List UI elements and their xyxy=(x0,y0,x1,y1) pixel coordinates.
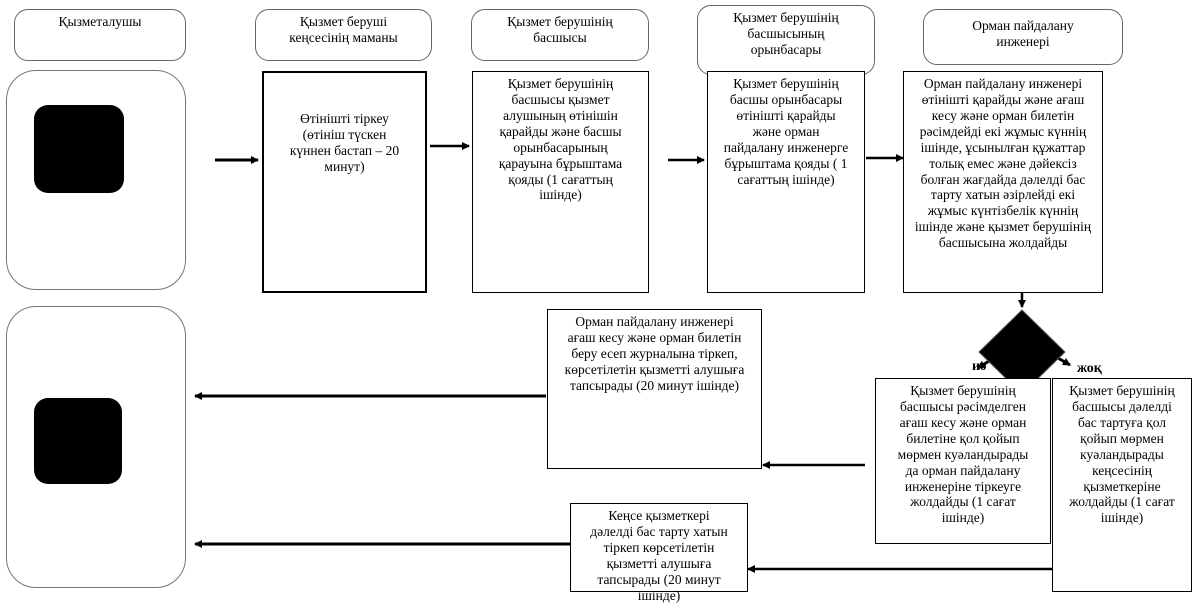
header-office-specialist: Қызмет беруші кеңсесінің маманы xyxy=(255,9,432,61)
step-head-sign: Қызмет берушінің басшысы рәсімделген аға… xyxy=(875,378,1051,544)
header-deputy-head: Қызмет берушінің басшысының орынбасары xyxy=(697,5,875,75)
header-service-recipient: Қызметалушы xyxy=(14,9,186,61)
black-rounded-square-icon xyxy=(34,105,124,193)
step-register-application: Өтінішті тіркеу (өтініш түскен күннен ба… xyxy=(262,71,427,293)
step-office-refusal: Кеңсе қызметкері дәлелді бас тарту хатын… xyxy=(570,503,748,603)
step-head-review: Қызмет берушінің басшысы қызмет алушының… xyxy=(472,71,649,293)
header-head: Қызмет берушінің басшысы xyxy=(471,9,649,61)
step-head-refusal: Қызмет берушінің басшысы дәлелді бас тар… xyxy=(1052,378,1192,592)
header-forest-engineer: Орман пайдалану инженері xyxy=(923,9,1123,65)
black-rounded-square-icon xyxy=(34,398,122,484)
step-engineer-review: Орман пайдалану инженері өтінішті қарайд… xyxy=(903,71,1103,293)
step-engineer-issue: Орман пайдалану инженері ағаш кесу және … xyxy=(547,309,762,469)
decision-no-label: жоқ xyxy=(1077,361,1102,376)
step-deputy-review: Қызмет берушінің басшы орынбасары өтініш… xyxy=(707,71,865,293)
decision-yes-label: иә xyxy=(972,359,987,374)
